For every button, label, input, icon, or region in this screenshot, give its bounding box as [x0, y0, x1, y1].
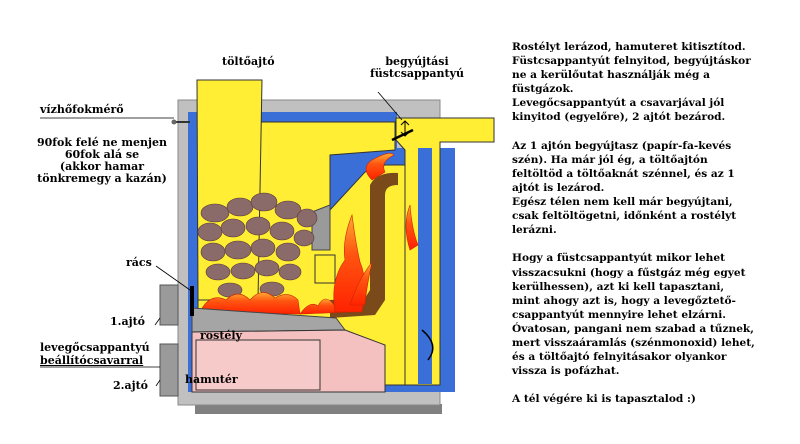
- note-p3-l4: mint ahogy azt is, hogy a levegőztető-: [512, 294, 736, 307]
- heat-exchanger: [330, 172, 398, 318]
- coal-lump: [296, 208, 318, 228]
- label-warning-line4: tönkremegy a kazán): [37, 172, 167, 185]
- label-begyujtasi-line1: begyújtási: [385, 55, 449, 68]
- flue-blue-strip: [418, 148, 432, 384]
- flue-hook: [421, 329, 434, 361]
- coal-lump: [274, 200, 302, 220]
- smoke-damper: [391, 128, 414, 142]
- note-p1-l4: füstgázok.: [512, 83, 574, 96]
- note-p3-l3: kerülhessen), azt ki kell tapasztani,: [512, 280, 725, 293]
- label-warning-line2: 60fok alá se: [64, 148, 140, 161]
- coal-lump: [250, 192, 278, 212]
- label-levego-line1: levegőcsappantyú: [40, 341, 150, 354]
- leader-racs: [155, 265, 191, 291]
- door-2: [159, 343, 179, 397]
- coal-lump: [269, 221, 295, 241]
- coal-lump: [254, 259, 280, 277]
- coal-lump: [245, 216, 271, 236]
- coal-lump: [200, 242, 226, 262]
- note-p2-l3: feltöltöd a töltőaknát szénnel, és az 1: [512, 167, 735, 180]
- note-p1-l6: kinyitod (egyelőre), 2 ajtót bezárod.: [512, 111, 726, 124]
- leader-ajto1: [154, 317, 161, 326]
- note-p1-l3: ne a kerülőutat használják még a: [512, 69, 710, 82]
- door-1: [159, 284, 179, 326]
- note-p1-l5: Levegőcsappantyút a csavarjával jól: [512, 97, 725, 110]
- label-warning: 90fok felé ne menjen 60fok alá se (akkor…: [22, 137, 182, 185]
- note-p3-l8: és a töltőajtó felnyitásakor olyankor: [512, 351, 727, 364]
- leader-ajto2: [155, 379, 161, 387]
- label-begyujtasi-line2: füstcsappantyú: [370, 67, 464, 80]
- thermometer-head: [171, 119, 177, 125]
- coal-lump: [230, 262, 256, 280]
- note-p3-l7: mert visszaáramlás (szénmonoxid) lehet,: [512, 336, 755, 349]
- inspection-window: [314, 254, 336, 284]
- coal-lump: [275, 242, 301, 262]
- label-rostely: rostély: [200, 329, 242, 342]
- flame: [199, 292, 301, 315]
- note-p1-l2: Füstcsappantyút felnyitod, begyújtáskor: [512, 55, 751, 68]
- note-p3-l1: Hogy a füstcsappantyút mikor lehet: [512, 252, 725, 265]
- note-p3-l5: csappantyút mennyire lehet elzárni.: [512, 308, 726, 321]
- label-toltoajto: töltőajtó: [222, 55, 275, 68]
- label-racs: rács: [126, 256, 152, 269]
- flame: [365, 153, 395, 181]
- baffle-wall: [311, 204, 331, 251]
- coal-lump: [278, 263, 302, 281]
- leader-begyujtasi: [377, 91, 403, 121]
- coal-lump: [205, 263, 231, 281]
- note-p2-l2: szén). Ha már jól ég, a töltőajtón: [512, 153, 708, 166]
- coal-lump: [250, 238, 276, 258]
- coal-lump: [200, 203, 230, 223]
- label-hamuter: hamutér: [185, 373, 238, 386]
- note-p2-l4: ajtót is lezárod.: [512, 181, 605, 194]
- note-p2-l7: lerázni.: [512, 224, 557, 237]
- note-p3-l6: Óvatosan, pangani nem szabad a tűznek,: [512, 322, 754, 335]
- label-levego-line2: beállítócsavarral: [40, 354, 144, 367]
- note-p3-l9: vissza is pofázhat.: [512, 365, 620, 378]
- flame: [349, 261, 373, 306]
- coal-lump: [220, 218, 246, 238]
- coal-lump: [197, 222, 223, 242]
- base-plate: [195, 404, 442, 414]
- note-p4: A tél végére ki is tapasztalod :): [512, 393, 696, 406]
- note-p3-l2: visszacsukni (hogy a fűstgáz még egyet: [512, 266, 746, 279]
- label-warning-line1: 90fok felé ne menjen: [36, 136, 167, 149]
- flames: [199, 153, 419, 315]
- coal-lump: [226, 197, 254, 217]
- leader-lines: [40, 91, 403, 387]
- coal-lump: [293, 229, 315, 247]
- instructions-text: Rostélyt lerázod, hamuteret kitisztítod.…: [512, 40, 796, 406]
- label-vizhofokmero: vízhőfokmérő: [40, 103, 124, 116]
- note-p2-l6: csak feltöltögetni, időnként a rostélyt: [512, 210, 737, 223]
- note-p2-l1: Az 1 ajtón begyújtasz (papír-fa-kevés: [512, 139, 732, 152]
- label-begyujtasi: begyújtási füstcsappantyú: [362, 56, 472, 80]
- note-p2-l5: Egész télen nem kell már begyújtani,: [512, 196, 733, 209]
- label-warning-line3: (akkor hamar: [59, 160, 145, 173]
- note-p1-l1: Rostélyt lerázod, hamuteret kitisztítod.: [512, 41, 746, 53]
- damper-arrow: [400, 120, 410, 137]
- label-ajto2: 2.ajtó: [113, 379, 149, 392]
- coal-lump: [224, 240, 252, 260]
- ash-pit-tray: [195, 339, 321, 391]
- label-ajto1: 1.ajtó: [110, 315, 146, 328]
- flame: [405, 204, 419, 251]
